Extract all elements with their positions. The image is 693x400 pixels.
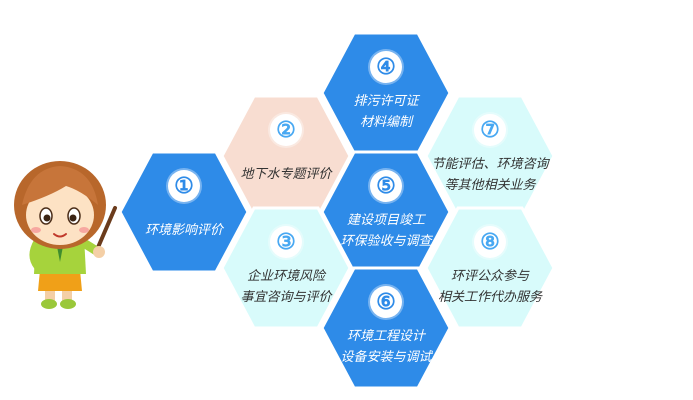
hexagon-3: [220, 206, 352, 330]
cartoon-girl-pointer-icon: [14, 161, 117, 309]
hexagon-label-line: 环保验收与调查: [340, 234, 432, 249]
hexagon-number-8: ⑧: [474, 226, 506, 258]
hexagon-number-4: ④: [370, 51, 402, 83]
hexagon-label-line: 材料编制: [359, 115, 413, 130]
hexagon-label-line: 等其他相关业务: [444, 178, 536, 193]
hexagon-6: [320, 266, 452, 390]
hexagon-number-1: ①: [168, 170, 200, 202]
hexagon-label-line: 设备安装与调试: [340, 350, 432, 365]
hexagon-number-6: ⑥: [370, 286, 402, 318]
hexagon-label-line: 环境影响评价: [144, 223, 224, 238]
hexagon-label-5: 建设项目竣工环保验收与调查: [340, 210, 431, 252]
hexagon-number-7: ⑦: [474, 114, 506, 146]
hexagon-number-5: ⑤: [370, 170, 402, 202]
hexagon-label-8: 环评公众参与相关工作代办服务: [438, 266, 542, 308]
hexagon-label-2: 地下水专题评价: [240, 164, 331, 185]
hexagon-label-line: 事宜咨询与评价: [240, 290, 332, 305]
hexagon-number-3: ③: [270, 226, 302, 258]
hexagon-label-line: 环评公众参与: [450, 269, 530, 284]
hexagon-number-2: ②: [270, 114, 302, 146]
hexagon-8: [424, 206, 556, 330]
hexagon-label-line: 企业环境风险: [246, 269, 326, 284]
hexagon-label-line: 相关工作代办服务: [437, 290, 543, 305]
hexagon-label-line: 建设项目竣工: [346, 213, 426, 228]
hexagon-label-4: 排污许可证材料编制: [353, 91, 418, 133]
hexagon-label-1: 环境影响评价: [145, 220, 223, 241]
hexagon-label-7: 节能评估、环境咨询等其他相关业务: [431, 154, 548, 196]
hexagon-label-line: 排污许可证: [353, 94, 419, 109]
hexagon-label-line: 环境工程设计: [346, 329, 426, 344]
hexagon-label-6: 环境工程设计设备安装与调试: [340, 326, 431, 368]
hexagon-1: [118, 150, 250, 274]
hexagon-label-line: 节能评估、环境咨询: [431, 157, 549, 172]
hexagon-label-line: 地下水专题评价: [240, 167, 332, 182]
hexagon-label-3: 企业环境风险事宜咨询与评价: [240, 266, 331, 308]
